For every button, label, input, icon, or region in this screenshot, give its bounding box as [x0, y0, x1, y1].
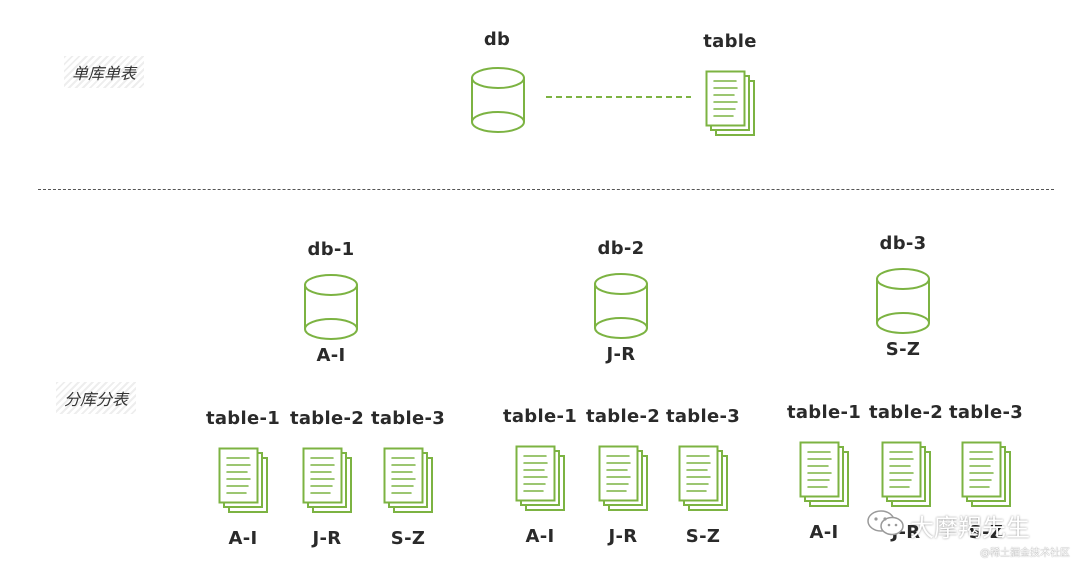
table-range-label: J-R	[608, 526, 638, 547]
db-name-label: db-2	[597, 238, 645, 259]
document-stack-icon	[515, 445, 565, 511]
document-stack-icon	[961, 441, 1011, 507]
table-name-label: table-2	[868, 402, 944, 423]
section-divider	[38, 189, 1054, 190]
document-stack-icon	[218, 447, 268, 513]
table-name-label: table-3	[948, 402, 1024, 423]
single-table-label: table	[703, 31, 757, 52]
db-name-label: db-3	[879, 233, 927, 254]
document-stack-icon	[383, 447, 433, 513]
database-icon	[594, 273, 648, 339]
single-db-icon	[471, 67, 525, 133]
database-icon	[876, 268, 930, 334]
document-stack-icon	[598, 445, 648, 511]
table-name-label: table-2	[289, 408, 365, 429]
document-stack-icon	[881, 441, 931, 507]
table-name-label: table-2	[585, 406, 661, 427]
document-stack-icon	[302, 447, 352, 513]
single-db-label: db	[483, 29, 511, 50]
table-range-label: S-Z	[968, 522, 1004, 543]
table-range-label: A-I	[525, 526, 555, 547]
table-range-label: A-I	[228, 528, 258, 549]
table-name-label: table-3	[665, 406, 741, 427]
db-range-label: S-Z	[885, 339, 921, 360]
table-name-label: table-1	[502, 406, 578, 427]
document-stack-icon	[678, 445, 728, 511]
table-range-label: J-R	[312, 528, 342, 549]
document-stack-icon	[799, 441, 849, 507]
db-range-label: A-I	[316, 345, 346, 366]
database-icon	[304, 274, 358, 340]
section-label-single: 单库单表	[64, 56, 145, 88]
watermark-primary: 大摩羯先生	[910, 514, 1030, 542]
table-range-label: S-Z	[390, 528, 426, 549]
db-name-label: db-1	[307, 239, 355, 260]
table-range-label: A-I	[809, 522, 839, 543]
watermark-secondary: @稀土掘金技术社区	[980, 548, 1070, 559]
db-range-label: J-R	[606, 344, 636, 365]
table-name-label: table-1	[786, 402, 862, 423]
section-label-sharded: 分库分表	[56, 382, 137, 414]
single-table-icon	[705, 70, 755, 136]
table-name-label: table-3	[370, 408, 446, 429]
table-name-label: table-1	[205, 408, 281, 429]
wechat-icon	[867, 510, 904, 536]
table-range-label: S-Z	[685, 526, 721, 547]
single-connector-line	[546, 96, 691, 98]
